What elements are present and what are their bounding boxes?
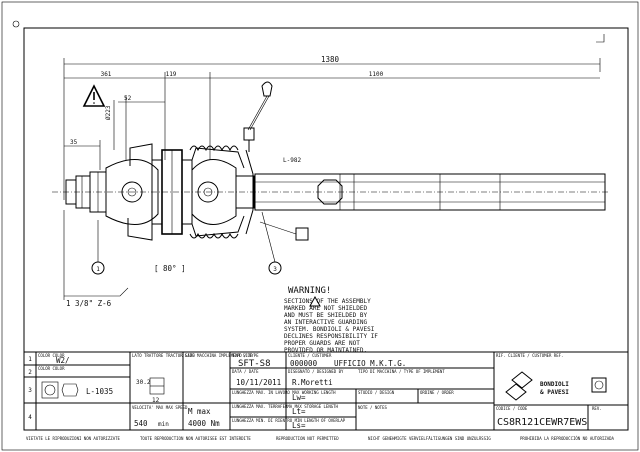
date-value: 10/11/2011 [236,378,281,387]
footer-notice-es: PROHIBIDA LA REPRODUCCIÓN NO AUTORIZADA [520,436,615,441]
working-length-value: Lw= [292,393,306,402]
order-label: ORDINE / ORDER [420,390,454,395]
code-label: CODICE / CODE [496,406,528,411]
dim-diameter-223: Ø223 [105,105,112,120]
implement-type-label: TIPO DI MACCHINA / TYPE OF IMPLEMENT [358,369,445,374]
torque-value: 4000 Nm [188,419,220,428]
storage-length-value: Lt= [292,407,306,416]
callout-1-label: 1 [96,266,100,273]
dim-l982: L-982 [283,157,301,164]
working-length-label: LUNGHEZZA MAX. IN LAVORO MAX WORKING LEN… [232,390,336,395]
speed-unit: min [158,421,169,428]
dim-mid-segment: 119 [166,71,177,78]
row1-label: COLOR COLOR [38,353,65,358]
callout-1 [91,220,105,275]
customer-name: UFFICIO M.K.T.G. [334,359,406,368]
part-code: CS8R121CEWR7EWS [497,417,587,428]
warning-line-3: AND MUST BE SHIELDED BY [284,312,367,319]
row2-label: COLOR COLOR [38,366,65,371]
warning-title: WARNING! [288,286,331,296]
footer-notice-en: REPRODUCTION NOT PERMITTED [276,436,339,441]
warning-line-8: PROVIDED OR MAINTAINED. [284,347,367,354]
warning-line-7: PROPER GUARDS ARE NOT [284,340,360,347]
callout-3-label: 3 [273,266,277,273]
overlap-length-label: LUNGHEZZA MIN. DI RIENTRO MIN LENGTH OF … [232,418,346,423]
overlap-length-value: Ls= [292,421,306,430]
row-number-3: 3 [28,387,32,394]
row3-dimension-1: 30.2 [136,379,151,386]
dimension-lines [63,58,601,300]
torque-label: M max [188,407,211,416]
warning-line-2: MARKED ARE NOT SHIELDED [284,305,367,312]
dim-spline: 1 3/8" Z-6 [66,299,112,308]
row-number-1: 1 [28,356,32,363]
dim-right-segment: 1100 [369,71,384,78]
corner-mark [596,34,605,43]
row1-value: W2/ [56,356,70,365]
warning-line-6: DECLINES RESPONSIBILITY IF [284,333,378,340]
dim-overall-length: 1380 [321,55,340,64]
registration-mark [12,20,20,28]
dim-angle: [ 80° ] [154,264,186,273]
type-label: TIPO / TYPE [232,353,259,358]
customer-label: CLIENTE / CUSTOMER [288,353,332,358]
warning-line-4: AN INTERACTIVE GUARDING [284,319,367,326]
design-label: STUDIO / DESIGN [358,390,395,395]
notes-label: NOTE / NOTES [358,405,387,410]
dim-left-segment: 361 [101,71,112,78]
hazard-warning-icon [82,84,106,107]
brand-name-line-2: & PAVESI [540,389,569,396]
row3-dimension-2: 12 [152,397,160,404]
implement-side-label: LATO MACCHINA IMPLEMENT SIDE [185,353,253,358]
date-label: DATA / DATE [232,369,259,374]
customer-code: 000000 [290,359,318,368]
customer-ref-label: RIF. CLIENTE / CUSTOMER REF. [496,353,563,358]
title-block-grid [23,351,629,431]
dim-52: 52 [124,95,132,102]
storage-length-label: LUNGHEZZA MAX. TERRAFERMA MAX STORAGE LE… [232,404,339,409]
footer-notice-it: VIETATE LE RIPRODUZIONI NON AUTORIZZATE [26,436,121,441]
brand-name-line-1: BONDIOLI [540,381,569,388]
footer-notice-fr: TOUTE REPRODUCTION NON AUTORISEE EST INT… [140,436,251,441]
revision-label: REV. [592,406,602,411]
inline-warning-icon [309,295,321,307]
designed-by-value: R.Moretti [292,378,333,387]
bondioli-pavesi-logo [505,371,607,401]
warning-line-1: SECTIONS OF THE ASSEMBLY [284,298,371,305]
row3-length: L-1035 [86,387,113,396]
footer-notice-de: NICHT GENEHMIGTE VERVIELFÄLTIGUNGEN SIND… [368,436,491,441]
yoke-profile-icon [41,381,79,399]
warning-line-5: SYSTEM. BONDIOLI & PAVESI [284,326,375,333]
max-speed-label: VELOCITA' MAX MAX SPEED [132,405,188,410]
speed-value: 540 [134,419,148,428]
row-number-2: 2 [28,369,32,376]
cross-section-icon [149,377,165,395]
callout-3 [261,211,282,275]
driveshaft-assembly [52,81,608,241]
designed-by-label: DISEGNATO / DESIGNED BY [288,369,344,374]
row-number-4: 4 [28,414,32,421]
tractor-side-label: LATO TRATTORE TRACTOR SIDE [132,353,195,358]
type-value: SFT-S8 [238,359,271,369]
dim-35: 35 [70,139,78,146]
